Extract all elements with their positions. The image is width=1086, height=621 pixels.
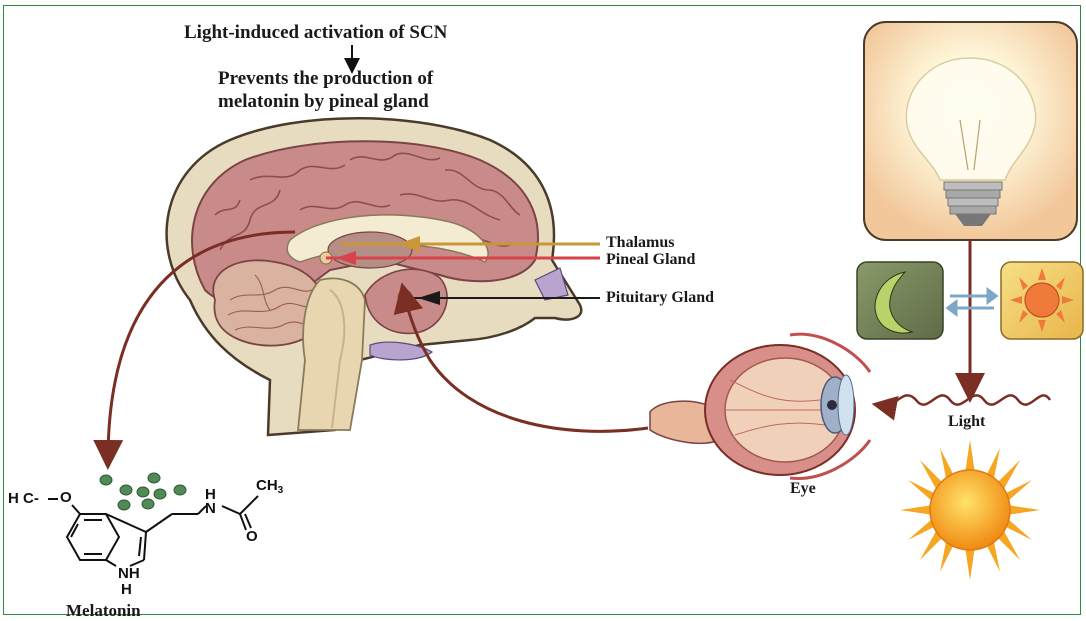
methoxy-oxygen-text: O bbox=[60, 489, 72, 506]
carbonyl-oxygen-text: O bbox=[246, 528, 258, 545]
ch3-subscript: 3 bbox=[278, 485, 284, 496]
moon-icon bbox=[857, 262, 943, 339]
brain-cross-section bbox=[167, 118, 582, 435]
eye-label: Eye bbox=[790, 480, 816, 498]
pituitary-gland-label: Pituitary Gland bbox=[606, 289, 714, 307]
sun-icon bbox=[1001, 262, 1083, 339]
eye-illustration bbox=[650, 334, 870, 478]
light-wave bbox=[884, 395, 1050, 406]
large-sun-icon bbox=[900, 440, 1040, 580]
double-arrow-icon bbox=[948, 290, 996, 314]
light-label: Light bbox=[948, 413, 985, 431]
melatonin-label: Melatonin bbox=[66, 601, 141, 621]
ring-nh-text: NH bbox=[118, 565, 140, 582]
methyl-group-text: H C- bbox=[8, 490, 39, 507]
melatonin-granules bbox=[100, 473, 186, 510]
amide-n-text: N bbox=[205, 500, 216, 517]
ch3-text: CH3 bbox=[256, 477, 283, 496]
ch3-main: CH bbox=[256, 477, 278, 494]
thalamus-label: Thalamus bbox=[606, 234, 674, 252]
ring-h-text: H bbox=[121, 581, 132, 598]
pineal-gland-label: Pineal Gland bbox=[606, 251, 695, 269]
light-bulb-icon bbox=[864, 22, 1077, 240]
